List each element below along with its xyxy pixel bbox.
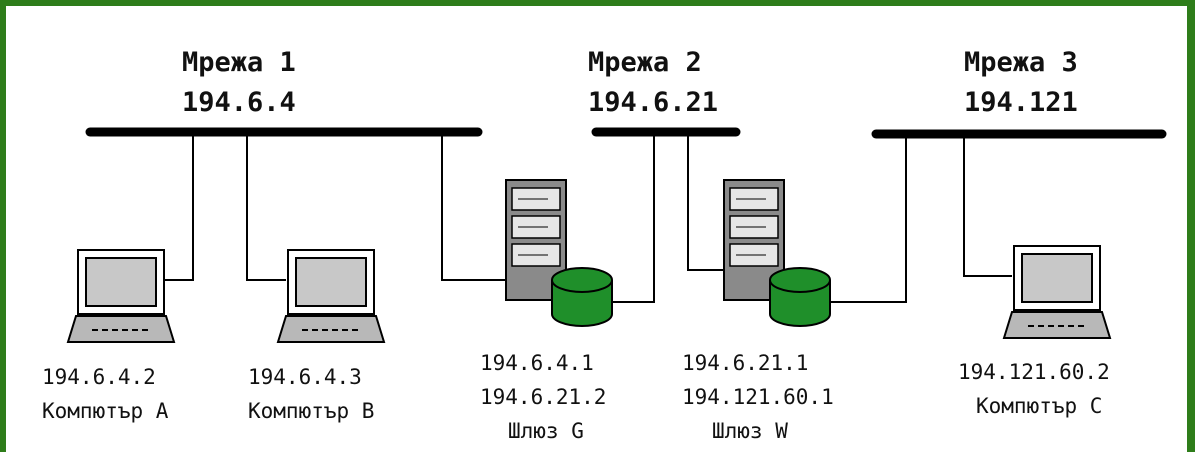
gateway-w-name: Шлюз W	[712, 419, 788, 443]
cable-gateway-g-net2	[612, 132, 655, 303]
cable-computer-a	[164, 132, 194, 281]
gateway-g-server-icon	[505, 179, 567, 301]
gateway-g-name: Шлюз G	[508, 419, 584, 443]
network-1-address: 194.6.4	[182, 87, 296, 118]
computer-b-icon	[276, 249, 386, 343]
gateway-g-ip-1: 194.6.4.1	[480, 351, 594, 375]
connection-cables	[164, 132, 1012, 303]
computer-a-icon	[66, 249, 176, 343]
network-2-address: 194.6.21	[588, 87, 718, 118]
cable-gateway-w-net3	[830, 134, 907, 303]
computer-b-name: Компютър B	[248, 399, 374, 423]
diagram-canvas: Мрежа 1 194.6.4 Мрежа 2 194.6.21 Мрежа 3…	[42, 47, 1167, 443]
computer-a-name: Компютър A	[42, 399, 169, 423]
network-3-address: 194.121	[964, 87, 1078, 118]
gateway-w-ip-2: 194.121.60.1	[682, 385, 834, 409]
cable-computer-b	[246, 132, 286, 281]
gateway-w-disk-icon	[769, 267, 831, 327]
cable-computer-c	[963, 134, 1012, 277]
network-2-name: Мрежа 2	[588, 47, 702, 78]
cable-gateway-g-net1	[441, 132, 508, 281]
computer-a-ip: 194.6.4.2	[42, 365, 156, 389]
computer-b-ip: 194.6.4.3	[248, 365, 362, 389]
computer-c-name: Компютър C	[976, 394, 1102, 418]
gateway-g-disk-icon	[551, 267, 613, 327]
computer-c-ip: 194.121.60.2	[958, 360, 1110, 384]
cable-gateway-w-net2	[687, 132, 726, 271]
network-3-name: Мрежа 3	[964, 47, 1078, 78]
gateway-g-ip-2: 194.6.21.2	[480, 385, 606, 409]
gateway-w-ip-1: 194.6.21.1	[682, 351, 808, 375]
computer-c-icon	[1002, 245, 1112, 339]
network-1-name: Мрежа 1	[182, 47, 296, 78]
